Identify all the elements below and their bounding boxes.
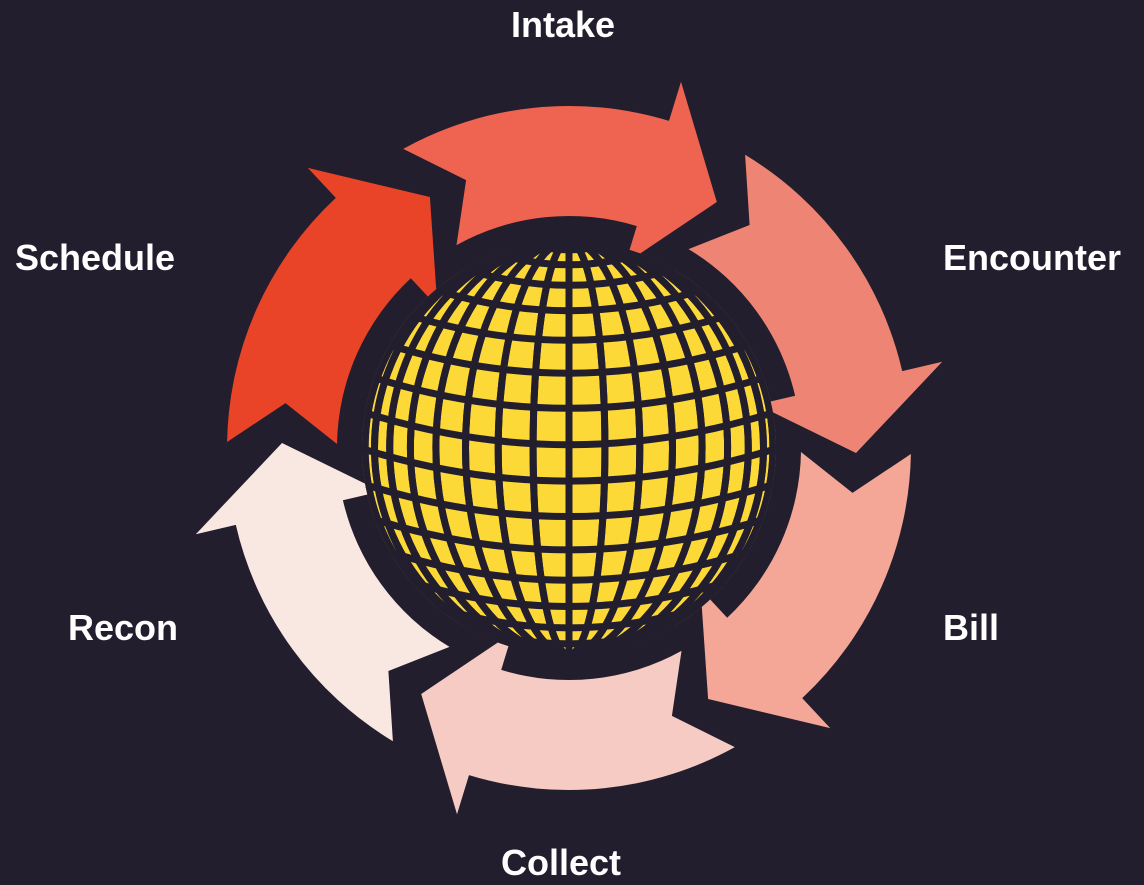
globe-meridian [462, 241, 676, 655]
globe-parallel [462, 623, 676, 648]
globe-parallel [371, 373, 767, 412]
cycle-arrow-recon [195, 443, 450, 742]
cycle-arrow-collect [421, 632, 735, 815]
globe-meridian [371, 241, 767, 655]
globe-parallel [362, 408, 776, 449]
cycle-arrow-encounter [688, 154, 943, 454]
cycle-arrow-schedule [227, 167, 438, 444]
step-label-bill: Bill [943, 607, 1000, 648]
step-label-schedule: Schedule [15, 237, 176, 278]
step-label-encounter: Encounter [943, 237, 1122, 278]
globe-meridian [529, 241, 609, 655]
globe-parallel [362, 480, 776, 520]
globe-parallel [386, 548, 752, 584]
globe-meridian [406, 241, 732, 655]
step-label-recon: Recon [68, 607, 179, 648]
globe-parallel [462, 265, 676, 289]
step-label-collect: Collect [501, 842, 622, 883]
globe-parallel [432, 603, 706, 632]
globe-meridian [386, 241, 752, 655]
globe-parallel [495, 250, 643, 269]
globe-icon [362, 241, 776, 655]
step-label-intake: Intake [511, 4, 616, 45]
cycle-arrow-bill [700, 452, 911, 729]
globe-parallel [432, 286, 706, 315]
globe-parallel [407, 311, 731, 344]
globe-parallel [362, 444, 776, 485]
globe-meridian [494, 241, 644, 655]
globe-parallel [386, 341, 752, 377]
globe-parallel [407, 577, 731, 610]
cycle-arrow-intake [403, 81, 717, 264]
globe-parallel [530, 241, 608, 254]
globe-meridian [432, 241, 706, 655]
globe-parallel [371, 515, 767, 554]
